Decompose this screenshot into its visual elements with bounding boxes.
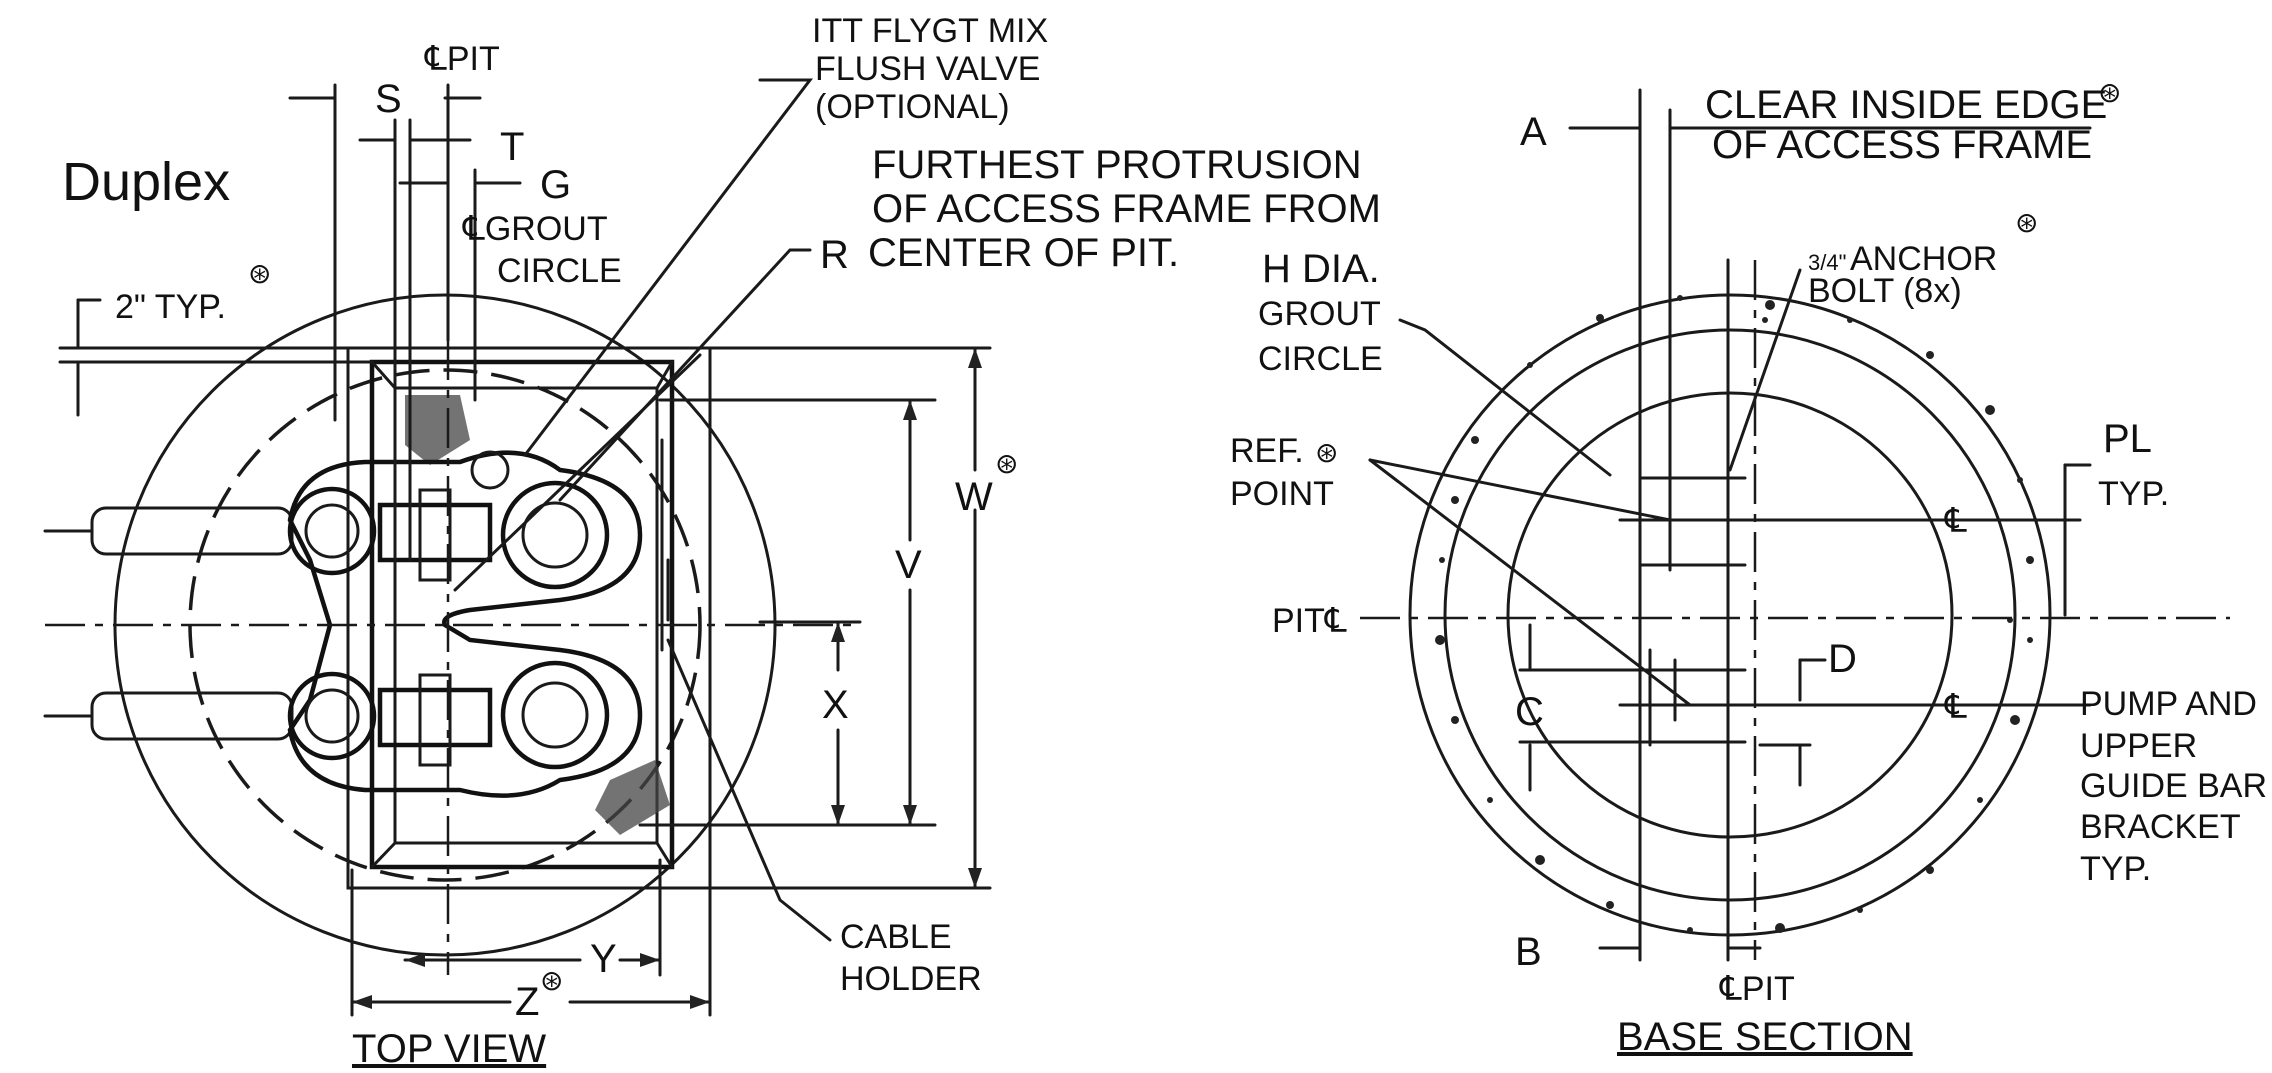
label-anchor-1: ANCHOR — [1850, 240, 1997, 278]
label-cable-1: CABLE — [840, 918, 952, 956]
label-cl-mark-1: ℄ — [1944, 502, 1967, 540]
label-pump-2: UPPER — [2080, 727, 2197, 765]
label-two-typ: 2" TYP. — [115, 288, 226, 326]
label-b: B — [1515, 930, 1542, 974]
frame-hatch — [405, 395, 670, 835]
note-symbol: ⊛ — [540, 965, 563, 996]
label-cl-mark-2: ℄ — [1944, 688, 1967, 726]
label-d: D — [1828, 637, 1857, 681]
label-h-1: H DIA. — [1262, 247, 1380, 291]
label-pump-4: BRACKET — [2080, 808, 2241, 846]
callout-itt-3: (OPTIONAL) — [815, 88, 1010, 126]
label-pump-5: TYP. — [2080, 850, 2151, 888]
label-pump-3: GUIDE BAR — [2080, 767, 2267, 805]
label-y: Y — [590, 937, 617, 981]
label-anchor-2: BOLT (8x) — [1808, 272, 1962, 310]
note-symbol: ⊛ — [995, 448, 1018, 479]
note-symbol: ⊛ — [248, 258, 271, 289]
label-r: R — [820, 233, 849, 277]
caption-top-view: TOP VIEW — [352, 1027, 546, 1071]
drawing-title: Duplex — [62, 152, 230, 212]
label-a: A — [1520, 110, 1547, 154]
note-symbol: ⊛ — [1315, 437, 1338, 468]
label-cable-2: HOLDER — [840, 960, 982, 998]
callout-itt-2: FLUSH VALVE — [815, 50, 1040, 88]
label-c: C — [1515, 690, 1544, 734]
label-cl-grout-2: CIRCLE — [497, 252, 622, 290]
concrete-stipple — [1435, 295, 2034, 933]
callout-prot-1: FURTHEST PROTRUSION — [872, 143, 1362, 187]
label-s: S — [375, 77, 402, 121]
access-frame-inner — [393, 386, 659, 845]
discharge-pipes — [43, 506, 294, 741]
label-pl-typ: TYP. — [2098, 475, 2169, 513]
base-outer-circle — [1408, 293, 2052, 937]
note-symbol: ⊛ — [2098, 77, 2121, 108]
label-v: V — [895, 543, 922, 587]
label-clear-1: CLEAR INSIDE EDGE — [1705, 83, 2107, 127]
pump-base-outline — [287, 450, 643, 798]
label-ref-1: REF. — [1230, 432, 1304, 470]
base-inner-circle — [1443, 328, 2017, 902]
base-section — [1360, 88, 2230, 962]
top-view — [43, 78, 992, 1017]
label-z: Z — [515, 980, 539, 1024]
label-h-2: GROUT — [1258, 295, 1381, 333]
note-symbol: ⊛ — [2015, 207, 2038, 238]
label-pit-cl: PIT℄ — [1272, 602, 1347, 640]
callout-prot-2: OF ACCESS FRAME FROM — [872, 187, 1381, 231]
label-cl-grout-1: ℄GROUT — [462, 210, 608, 248]
label-anchor-frac: 3/4" — [1808, 250, 1846, 275]
callout-prot-3: CENTER OF PIT. — [868, 231, 1179, 275]
label-cl-pit-top: ℄PIT — [424, 40, 500, 78]
label-pl: PL — [2103, 417, 2152, 461]
label-x: X — [822, 683, 849, 727]
label-cl-pit-base: ℄PIT — [1719, 970, 1795, 1008]
callout-itt-1: ITT FLYGT MIX — [812, 12, 1048, 50]
label-t: T — [500, 125, 524, 169]
label-ref-2: POINT — [1230, 475, 1334, 513]
grout-circle — [1506, 391, 1954, 839]
label-pump-1: PUMP AND — [2080, 685, 2257, 723]
access-frame — [369, 359, 675, 870]
label-g: G — [540, 163, 571, 207]
pump-units — [287, 450, 610, 770]
caption-base-section: BASE SECTION — [1617, 1015, 1913, 1059]
label-h-3: CIRCLE — [1258, 340, 1383, 378]
label-clear-2: OF ACCESS FRAME — [1712, 123, 2092, 167]
label-w: W — [955, 475, 993, 519]
